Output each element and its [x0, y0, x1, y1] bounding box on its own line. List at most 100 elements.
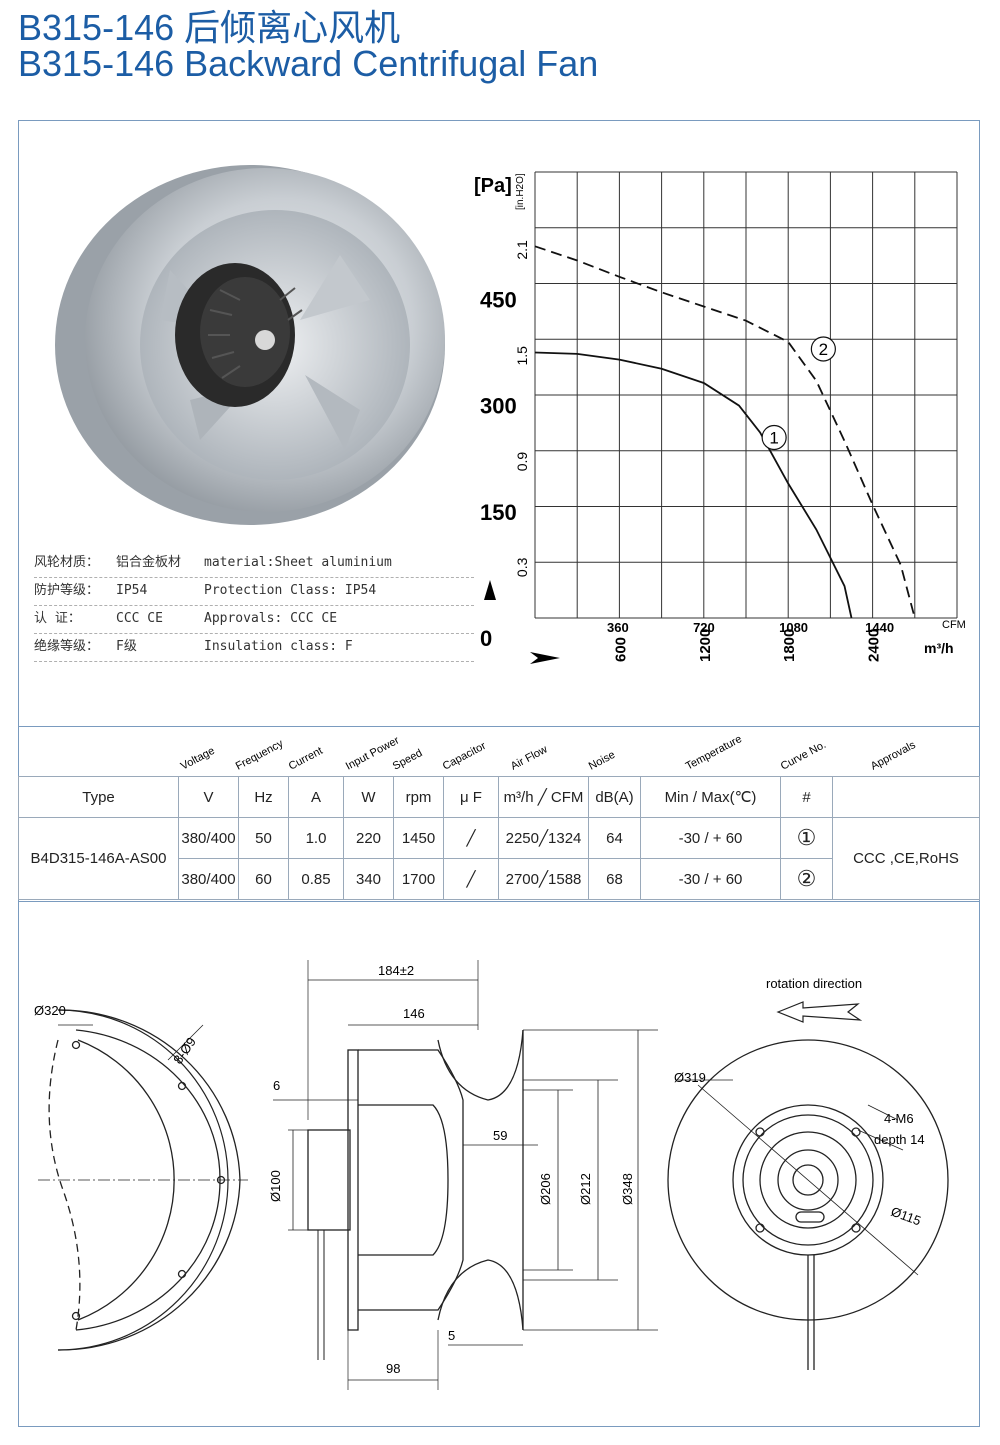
rotated-header: Current	[287, 745, 325, 773]
x-unit-cfm: CFM	[942, 619, 966, 631]
cell-current: 1.0	[288, 817, 344, 859]
table-row: 380/400 60 0.85 340 1700 ╱ 2700╱1588 68 …	[19, 858, 980, 900]
y-tick-label-pa: 0	[480, 626, 492, 651]
header-dba: dB(A)	[588, 776, 641, 818]
x-tick-label-cfm: 1080	[779, 620, 808, 635]
label-d320: Ø320	[34, 1003, 66, 1018]
y-tick-label-inh2o: 0.3	[514, 557, 530, 577]
cell-power: 340	[343, 858, 394, 900]
spec-value: IP54	[116, 583, 148, 598]
label-m6: 4-M6	[884, 1111, 914, 1126]
cell-airflow: 2700╱1588	[498, 858, 589, 900]
spec-english: material:Sheet aluminium	[204, 555, 392, 570]
spec-key: 防护等级：	[34, 583, 100, 598]
header-v: V	[178, 776, 239, 818]
header-type: Type	[18, 776, 179, 818]
spec-row-approvals: 认 证： CCC CE Approvals: CCC CE	[34, 606, 474, 634]
flange-drawing	[38, 1009, 248, 1351]
y-unit-pa: [Pa]	[474, 175, 512, 197]
x-tick-label-cfm: 720	[693, 620, 715, 635]
label-depth: depth 14	[874, 1132, 925, 1147]
spec-key: 绝缘等级：	[34, 639, 100, 654]
divider-top	[18, 726, 980, 727]
label-d212: Ø212	[578, 1173, 593, 1205]
header-approvals	[832, 776, 980, 818]
label-d100: Ø100	[268, 1170, 283, 1202]
title-chinese: B315-146 后倾离心风机	[18, 7, 401, 48]
rotated-header: Noise	[587, 749, 617, 773]
spec-english: Protection Class: IP54	[204, 583, 377, 598]
cell-speed: 1450	[393, 817, 444, 859]
divider-bottom	[18, 901, 980, 902]
series-label-1: 1	[769, 428, 778, 447]
cell-curve: ①	[780, 817, 833, 859]
technical-drawings: Ø320 8-Ø9 184±2 146 6 Ø10	[34, 960, 949, 1390]
side-view-drawing	[273, 960, 658, 1390]
series-line-1	[534, 351, 853, 619]
table-row: B4D315-146A-AS00 380/400 50 1.0 220 1450…	[18, 817, 980, 900]
cell-temperature: -30 / + 60	[640, 817, 781, 859]
label-rotation: rotation direction	[766, 976, 862, 991]
label-d348: Ø348	[620, 1173, 635, 1205]
header-hz: Hz	[238, 776, 289, 818]
cell-voltage: 380/400	[178, 817, 239, 859]
header-a: A	[288, 776, 344, 818]
x-tick-label-m3h: 600	[612, 637, 629, 662]
header-uf: μ F	[443, 776, 499, 818]
label-d115: Ø115	[889, 1204, 923, 1229]
cell-current: 0.85	[288, 858, 344, 900]
y-tick-label-inh2o: 2.1	[514, 240, 530, 260]
spec-row-insulation: 绝缘等级： F级 Insulation class: F	[34, 634, 474, 662]
x-arrow-icon	[530, 652, 560, 664]
cell-approvals: CCC ,CE,RoHS	[832, 817, 980, 900]
rotated-header: Frequency	[234, 737, 286, 772]
table-header-row: Type V Hz A W rpm μ F m³/h ╱ CFM dB(A) M…	[18, 776, 980, 818]
cell-airflow: 2250╱1324	[498, 817, 589, 859]
header-airflow: m³/h ╱ CFM	[498, 776, 589, 818]
cell-noise: 64	[588, 817, 641, 859]
spec-english: Approvals: CCC CE	[204, 611, 338, 626]
header-rpm: rpm	[393, 776, 444, 818]
header-temp: Min / Max(℃)	[640, 776, 781, 818]
spec-value: F级	[116, 639, 137, 654]
spec-value: CCC CE	[116, 611, 163, 626]
x-tick-label-m3h: 1800	[781, 629, 798, 662]
label-6: 6	[273, 1078, 280, 1093]
spec-row-material: 风轮材质： 铝合金板材 material:Sheet aluminium	[34, 550, 474, 578]
cell-frequency: 50	[238, 817, 289, 859]
spec-table: Type V Hz A W rpm μ F m³/h ╱ CFM dB(A) M…	[18, 776, 980, 900]
label-d319: Ø319	[674, 1070, 706, 1085]
x-unit-m3h: m³/h	[924, 640, 954, 656]
y-tick-label-inh2o: 1.5	[514, 346, 530, 366]
y-arrow-icon	[484, 580, 496, 600]
x-tick-label-cfm: 1440	[865, 620, 894, 635]
series-marker-1	[761, 424, 787, 451]
label-98: 98	[386, 1361, 400, 1376]
y-tick-label-pa: 300	[480, 394, 517, 419]
rotated-header: Capacitor	[441, 740, 488, 773]
header-curve: #	[780, 776, 833, 818]
rotation-arrow-icon	[776, 1001, 863, 1023]
header-w: W	[343, 776, 394, 818]
title-english: B315-146 Backward Centrifugal Fan	[18, 43, 599, 84]
front-view-drawing	[667, 1039, 949, 1370]
spec-value: 铝合金板材	[116, 555, 182, 570]
label-59: 59	[493, 1128, 507, 1143]
x-tick-label-m3h: 1200	[697, 629, 714, 662]
y-tick-label-pa: 150	[480, 500, 517, 525]
y-tick-label-pa: 450	[480, 287, 517, 312]
label-5: 5	[448, 1328, 455, 1343]
label-184: 184±2	[378, 963, 414, 978]
rotated-header: Speed	[391, 747, 425, 773]
rotated-header: Temperature	[684, 733, 744, 773]
cell-frequency: 60	[238, 858, 289, 900]
content-frame	[18, 120, 980, 1427]
series-label-2: 2	[819, 340, 828, 359]
rotated-header: Curve No.	[779, 739, 828, 773]
label-146: 146	[403, 1006, 425, 1021]
x-tick-label-cfm: 360	[607, 620, 629, 635]
y-tick-label-inh2o: 0.9	[514, 452, 530, 472]
fan-product-image	[55, 165, 445, 525]
y-unit-inh2o: [in.H2O]	[515, 173, 526, 210]
